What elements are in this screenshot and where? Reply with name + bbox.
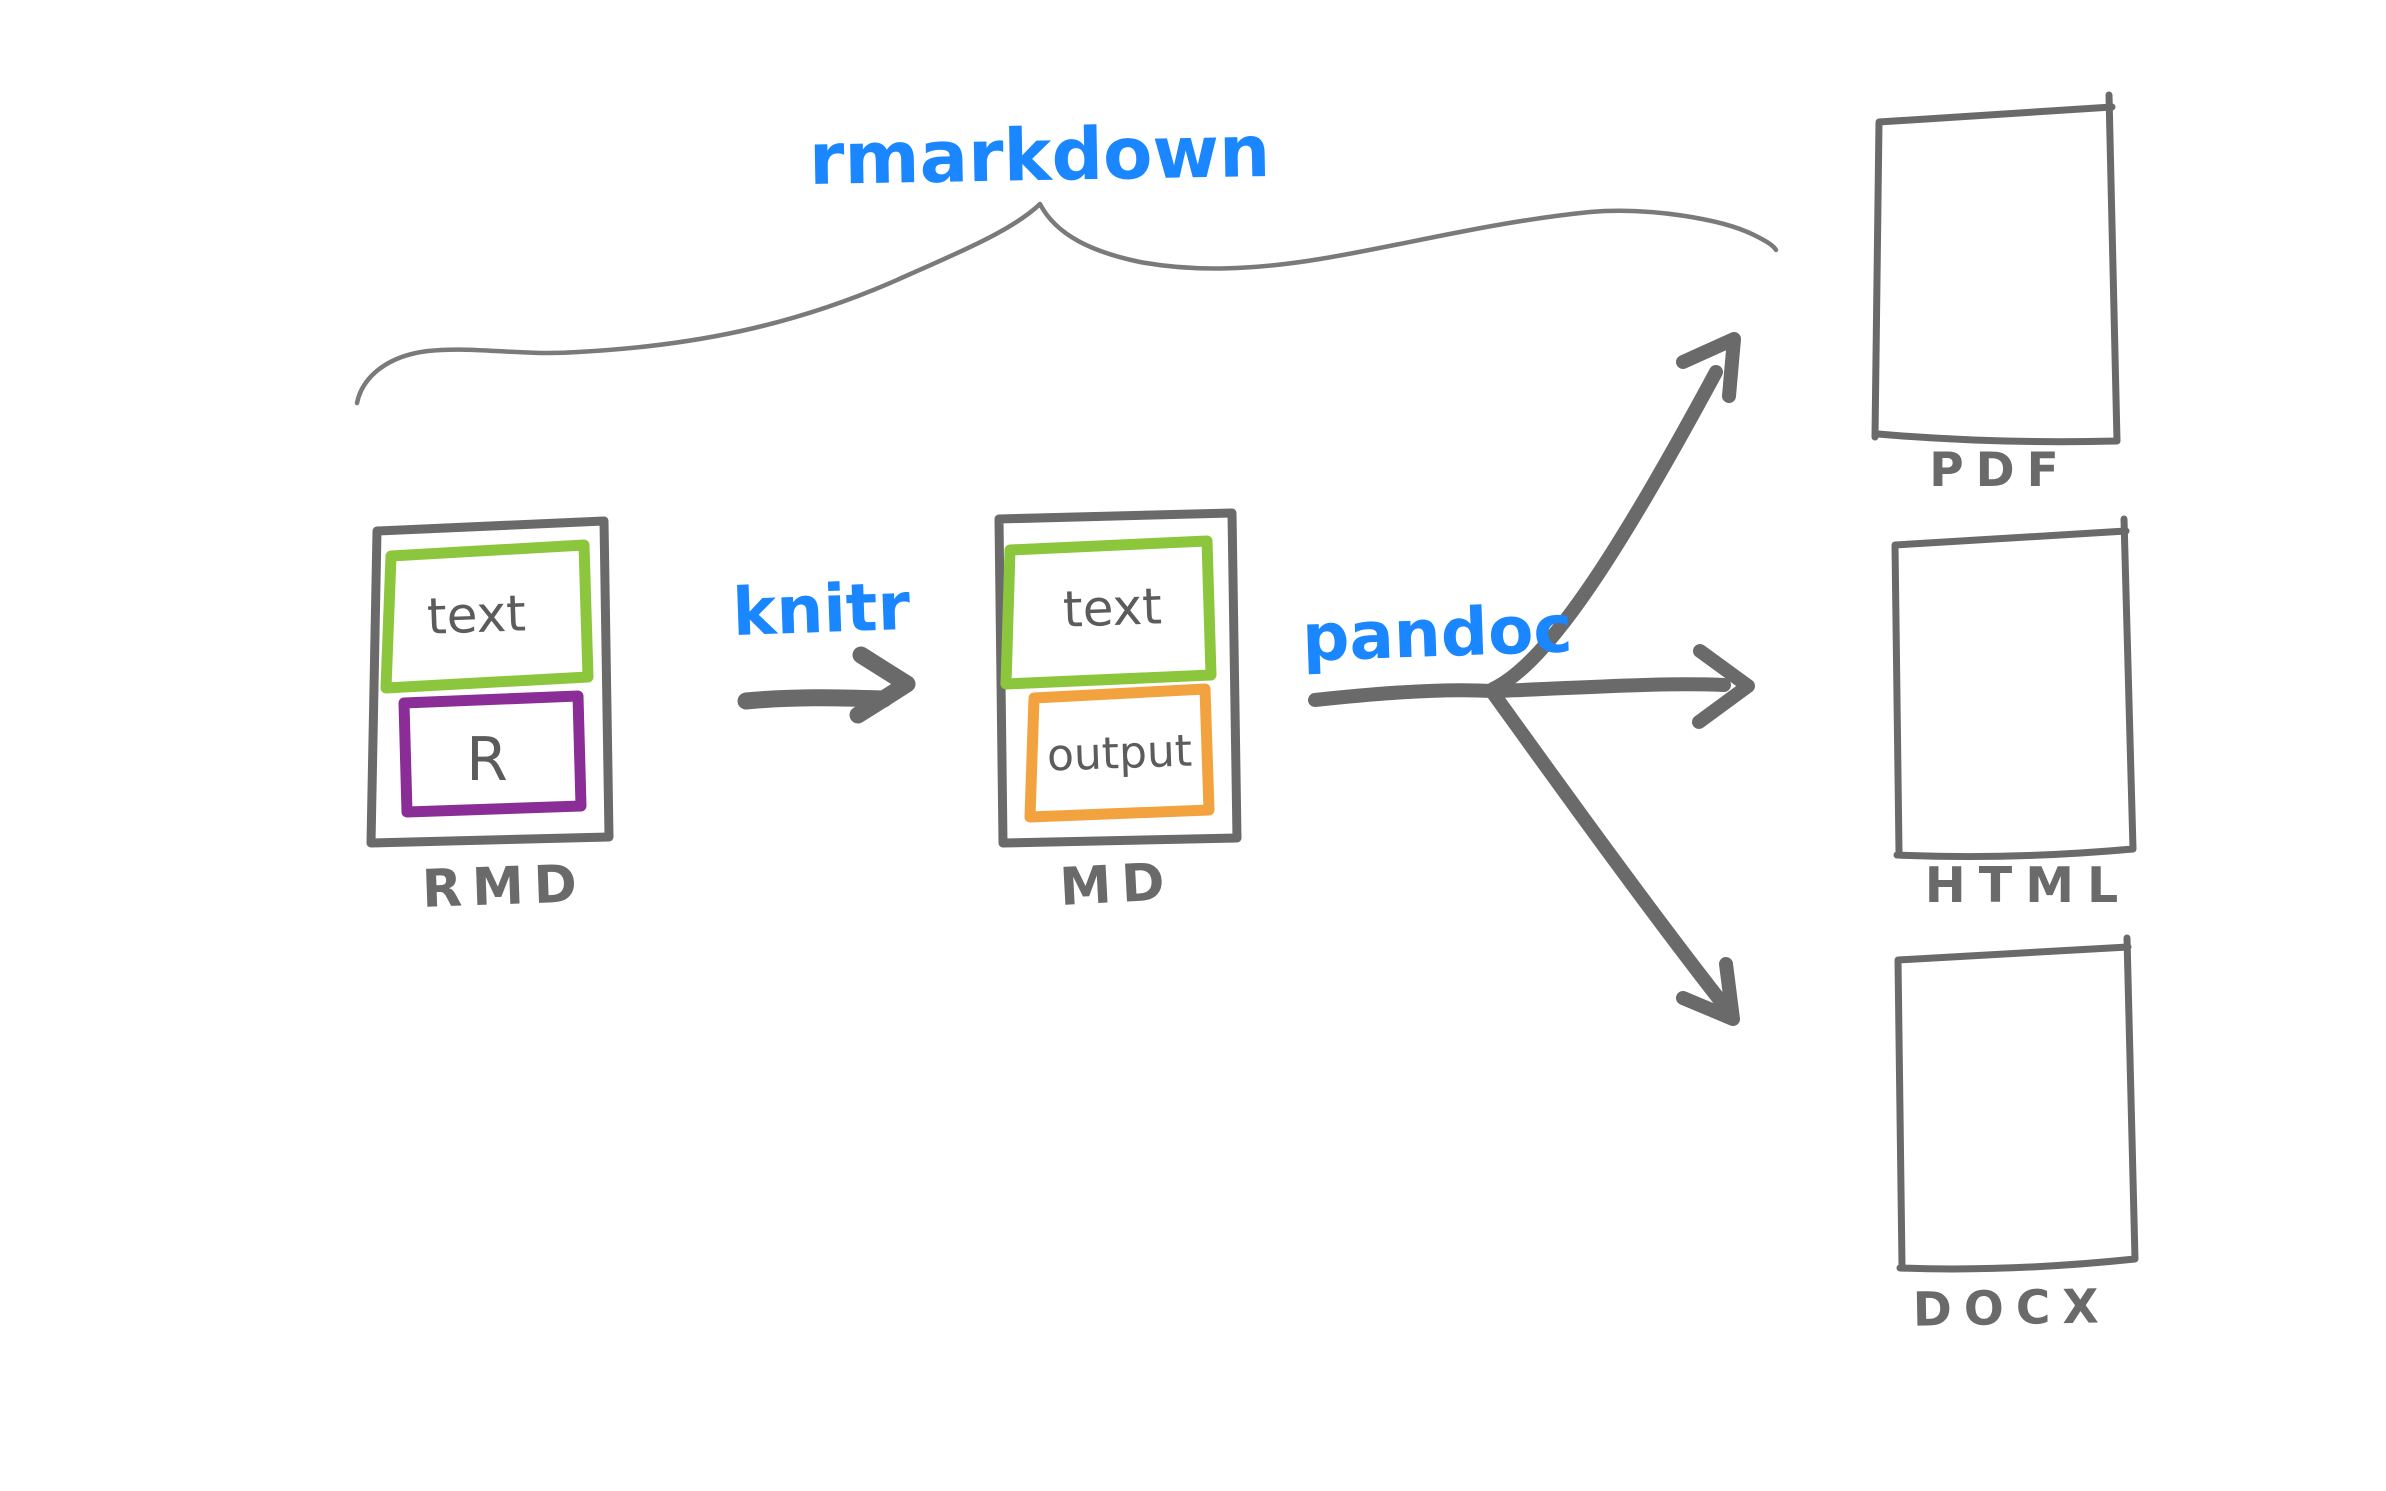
rmd-r-block: [398, 690, 587, 818]
docx-box: [1894, 943, 2132, 1270]
docx-box-right-bottom: [1896, 934, 2139, 1273]
pandoc-branch-docx-arrowhead: [1676, 957, 1740, 1026]
pandoc-stem-line: [1308, 683, 1499, 707]
md-box: [994, 508, 1242, 848]
pandoc-branch-html-arrowhead: [1692, 644, 1755, 729]
md-text-block: [1000, 535, 1217, 690]
rmarkdown-label: rmarkdown: [808, 109, 1271, 201]
pandoc-branch-html: [1485, 677, 1731, 698]
pandoc-branch-pdf: [1486, 365, 1723, 696]
pandoc-branch-docx: [1486, 686, 1737, 1020]
pdf-node-label: PDF: [1929, 443, 2071, 498]
html-box-right-bottom: [1893, 515, 2137, 861]
knitr-label: knitr: [731, 568, 912, 651]
rmd-r-block-label: R: [466, 725, 508, 795]
knitr-arrowhead: [849, 646, 916, 724]
md-output-block-label: output: [1046, 725, 1193, 781]
pdf-box-right-bottom: [1874, 91, 2121, 446]
md-text-block-label: text: [1062, 577, 1163, 638]
html-node-label: HTML: [1925, 857, 2131, 914]
md-output-block: [1024, 683, 1215, 823]
rmd-box: [366, 516, 614, 848]
rmarkdown-brace: [354, 201, 1779, 406]
html-box: [1891, 527, 2130, 856]
pdf-box: [1871, 103, 2116, 441]
md-node-label: MD: [1058, 852, 1176, 918]
pandoc-label: pandoc: [1301, 590, 1574, 676]
rmd-text-block-label: text: [426, 584, 527, 645]
rmd-text-block: [380, 539, 594, 694]
knitr-arrow: [737, 689, 893, 710]
pandoc-branch-pdf-arrowhead: [1676, 332, 1741, 403]
docx-node-label: DOCX: [1912, 1279, 2111, 1337]
rmd-node-label: RMD: [421, 854, 588, 920]
